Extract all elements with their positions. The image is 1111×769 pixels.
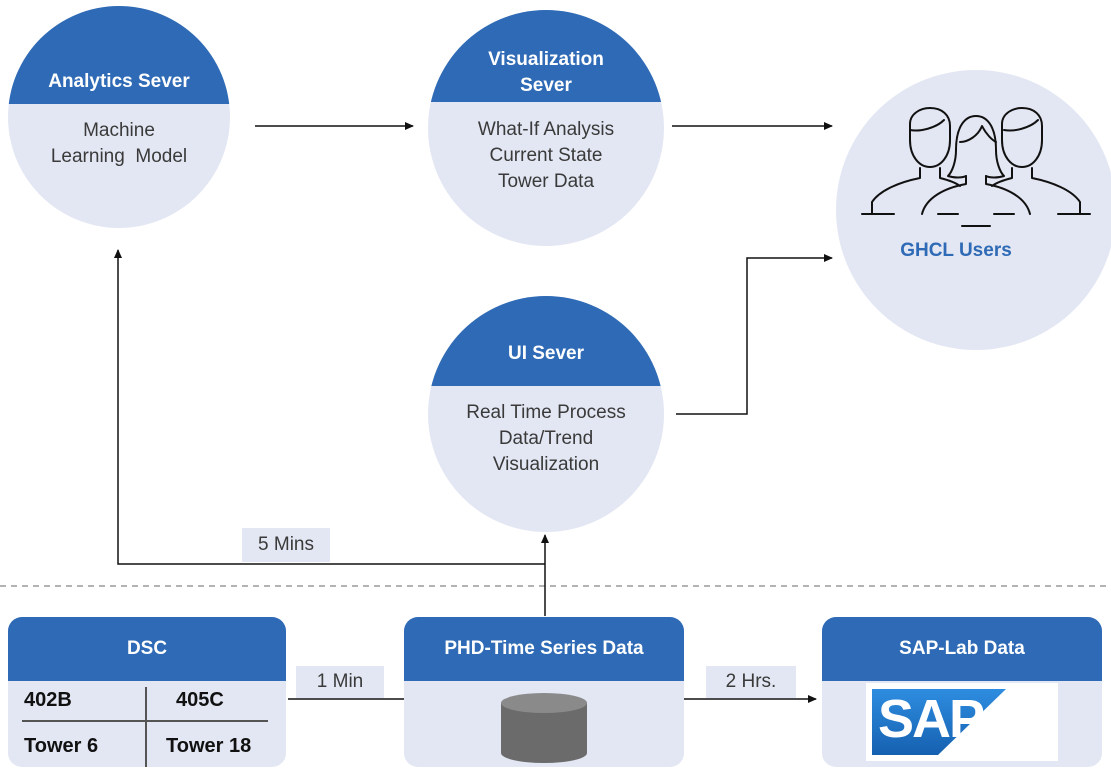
- sap-box: SAP-Lab Data SAP ®: [822, 617, 1102, 767]
- dsc-cell-tower-18: Tower 18: [166, 735, 252, 757]
- dsc-grid-vertical-divider: [145, 687, 147, 767]
- users-group-icon: [861, 107, 1091, 227]
- ghcl-users-node: GHCL Users: [836, 70, 1111, 350]
- ui-server-node: UI Sever Real Time Process Data/Trend Vi…: [428, 296, 664, 532]
- phd-title: PHD-Time Series Data: [404, 617, 684, 681]
- dsc-cell-402b: 402B: [24, 689, 72, 711]
- dsc-box: DSC 402B 405C Tower 6 Tower 18: [8, 617, 286, 767]
- sap-logo-mark: [872, 689, 1006, 755]
- dsc-title: DSC: [8, 617, 286, 681]
- phd-box: PHD-Time Series Data: [404, 617, 684, 767]
- visualization-server-description: What-If Analysis Current State Tower Dat…: [477, 119, 615, 192]
- analytics-server-title: Analytics Sever: [8, 6, 230, 104]
- sap-logo: SAP ®: [866, 683, 1058, 761]
- analytics-server-node: Analytics Sever Machine Learning Model: [8, 6, 230, 228]
- ghcl-users-label: GHCL Users: [900, 240, 1012, 261]
- dsc-cell-405c: 405C: [176, 689, 224, 711]
- interval-two-hrs-label: 2 Hrs.: [706, 666, 796, 698]
- interval-five-mins-label: 5 Mins: [242, 528, 330, 562]
- dsc-cell-tower-6: Tower 6: [24, 735, 99, 757]
- ui-server-title: UI Sever: [428, 296, 664, 386]
- sap-logo-text: SAP: [878, 689, 985, 749]
- visualization-server-title: Visualization Sever: [428, 10, 664, 102]
- dsc-grid-horizontal-divider: [22, 720, 268, 722]
- arrow-phd-to-analytics: [114, 249, 545, 565]
- visualization-server-node: Visualization Sever What-If Analysis Cur…: [428, 10, 664, 246]
- database-icon: [501, 693, 587, 763]
- ui-server-description: Real Time Process Data/Trend Visualizati…: [466, 402, 626, 475]
- interval-one-min-label: 1 Min: [296, 666, 384, 698]
- analytics-server-description: Machine Learning Model: [50, 120, 188, 167]
- sap-registered-mark: ®: [950, 741, 958, 752]
- arrow-ui-to-users: [676, 254, 833, 415]
- sap-title: SAP-Lab Data: [822, 617, 1102, 681]
